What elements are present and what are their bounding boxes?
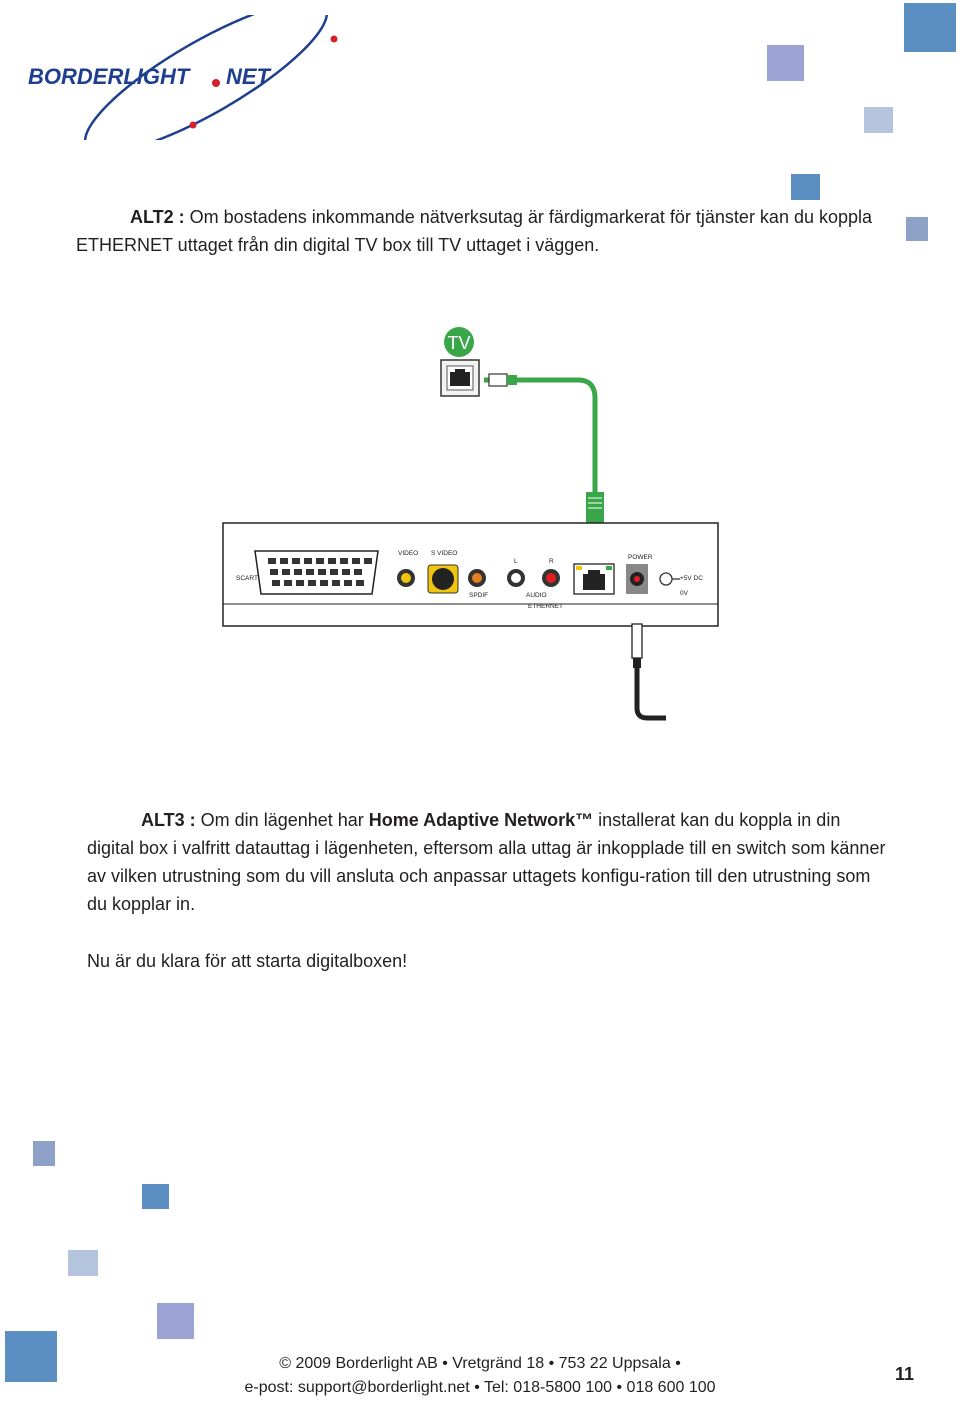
alt3-text-b: installerat kan du koppla in din digital… (87, 810, 886, 914)
wall-socket-icon (440, 359, 480, 397)
alt3-paragraph: ALT3 : Om din lägenhet har Home Adaptive… (87, 806, 887, 918)
alt3-text-a: Om din lägenhet har (195, 810, 369, 830)
svg-text:BORDERLIGHT: BORDERLIGHT (28, 64, 191, 89)
svg-text:SPDIF: SPDIF (469, 592, 488, 599)
svg-text:L: L (514, 558, 518, 565)
page-number: 11 (895, 1364, 915, 1384)
alt2-paragraph: ALT2 : Om bostadens inkommande nätverksu… (76, 203, 896, 259)
svg-text:TV: TV (447, 333, 470, 353)
svg-text:POWER: POWER (628, 554, 653, 561)
svg-text:R: R (549, 558, 554, 565)
footer-address: © 2009 Borderlight AB • Vretgränd 18 • 7… (279, 1355, 681, 1372)
decor-square (767, 45, 804, 81)
borderlight-logo: BORDERLIGHT NET (28, 15, 338, 140)
svg-text:S VIDEO: S VIDEO (431, 550, 457, 557)
svg-text:NET: NET (226, 64, 272, 89)
footer-contact: e-post: support@borderlight.net • Tel: 0… (244, 1379, 716, 1396)
svg-text:VIDEO: VIDEO (398, 550, 418, 557)
decor-square (904, 3, 956, 52)
svg-text:+5V DC: +5V DC (680, 575, 703, 582)
alt3-bold-term: Home Adaptive Network™ (368, 810, 594, 830)
svg-text:0V: 0V (680, 590, 689, 597)
decor-square (5, 1331, 57, 1382)
ethernet-cable-icon (484, 373, 604, 537)
decor-square (157, 1303, 194, 1339)
alt2-label: ALT2 : (130, 207, 185, 227)
tv-outlet-badge: TV (444, 327, 474, 357)
decor-square (68, 1250, 98, 1276)
ready-message: Nu är du klara för att starta digitalbox… (87, 951, 408, 971)
decor-square (864, 107, 893, 133)
alt2-text: Om bostadens inkommande nätverksutag är … (76, 207, 873, 255)
alt3-label: ALT3 : (141, 810, 196, 830)
decor-square (791, 174, 820, 200)
decor-square (142, 1184, 169, 1209)
svg-text:AUDIO: AUDIO (526, 592, 547, 599)
svg-text:SCART: SCART (236, 575, 258, 582)
decor-square (33, 1141, 55, 1166)
decor-square (906, 217, 928, 241)
connection-diagram: TV (222, 327, 719, 721)
digital-box-back-panel: SCART VIDEO S VIDEO L R POWER +5V DC 0V … (222, 522, 719, 721)
svg-text:ETHERNET: ETHERNET (528, 603, 563, 610)
